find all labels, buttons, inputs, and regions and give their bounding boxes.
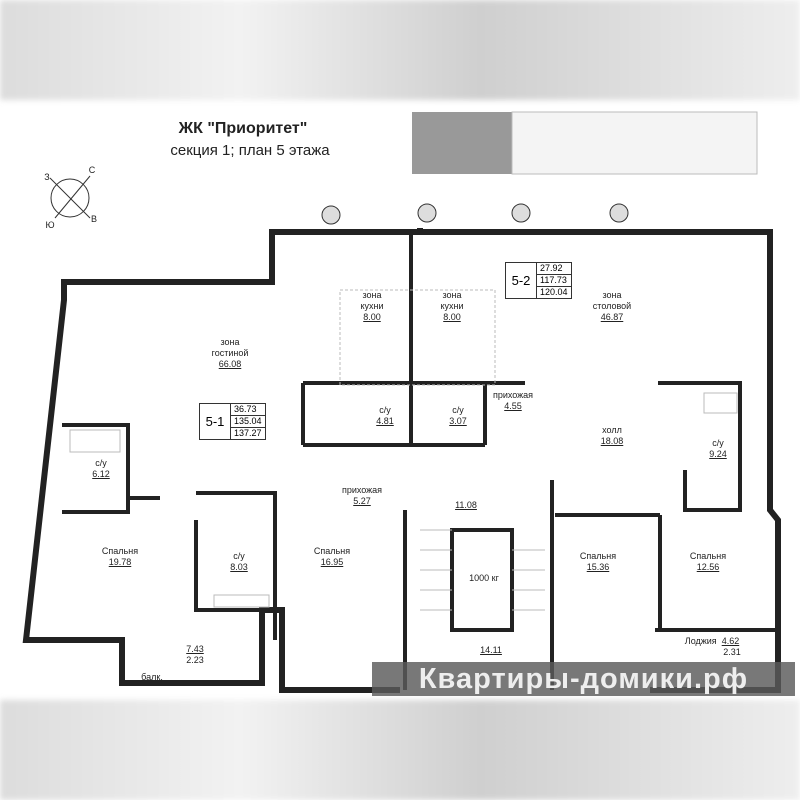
area-value: 117.73: [537, 275, 571, 287]
compass-w: З: [44, 172, 50, 182]
blurred-top-band: [0, 0, 800, 100]
stairwell-area: 14.11: [480, 645, 502, 655]
elevator-label: 1000 кг: [469, 573, 499, 583]
watermark: Квартиры-домики.рф: [372, 662, 795, 696]
outer-walls: [22, 228, 781, 693]
apartment-id: 5-2: [506, 263, 537, 298]
key-plan-thumbnail: [412, 111, 758, 175]
facade-columns: [321, 203, 629, 225]
area-value: 135.04: [231, 416, 265, 428]
inner-walls: [62, 232, 778, 690]
compass-n: С: [88, 165, 96, 175]
apartment-id: 5-1: [200, 404, 231, 439]
area-value: 120.04: [540, 287, 568, 297]
room-lobby: 11.08: [455, 500, 477, 510]
title: ЖК "Приоритет": [178, 120, 308, 137]
subtitle: секция 1; план 5 этажа: [170, 142, 330, 159]
compass-icon: [49, 175, 91, 219]
furniture: [69, 289, 738, 611]
compass-e: В: [90, 214, 98, 224]
area-value: 36.73: [231, 404, 265, 416]
area-value: 27.92: [537, 263, 571, 275]
compass-s: Ю: [45, 220, 55, 230]
balcony-label: балк.: [141, 672, 163, 682]
blurred-bottom-band: [0, 700, 800, 800]
area-value: 137.27: [234, 428, 262, 438]
